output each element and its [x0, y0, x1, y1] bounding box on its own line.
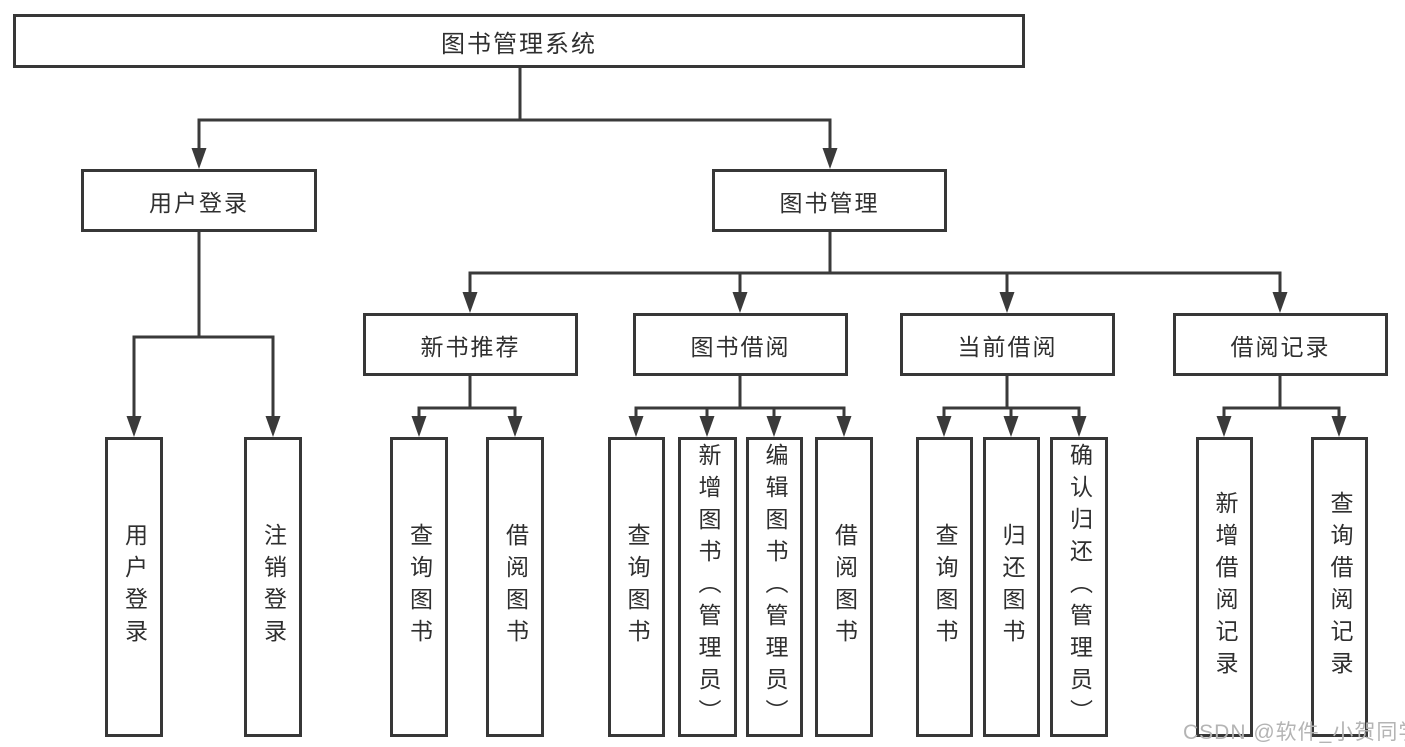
arrowhead-icon	[766, 416, 782, 437]
arrowhead-icon	[1331, 416, 1347, 437]
leaf-edit-book-admin-label: 编辑图书（管理员）	[762, 443, 788, 731]
node-new-book-recommendation: 新书推荐	[363, 313, 578, 376]
leaf-user-login: 用户登录	[105, 437, 163, 737]
arrowhead-icon	[836, 416, 852, 437]
node-book-borrowing: 图书借阅	[633, 313, 848, 376]
leaf-query-books-current: 查询图书	[916, 437, 973, 737]
node-library-system-root: 图书管理系统	[13, 14, 1025, 68]
arrowhead-icon	[507, 416, 523, 437]
node-current-borrowing: 当前借阅	[900, 313, 1115, 376]
leaf-query-borrow-record-label: 查询借阅记录	[1327, 491, 1353, 683]
arrowhead-icon	[628, 416, 644, 437]
leaf-query-books-borrowing-label: 查询图书	[624, 523, 650, 651]
leaf-add-book-admin-label: 新增图书（管理员）	[695, 443, 721, 731]
leaf-add-borrow-record: 新增借阅记录	[1196, 437, 1253, 737]
arrowhead-icon	[1272, 292, 1288, 313]
leaf-query-books-current-label: 查询图书	[932, 523, 958, 651]
node-borrowing-records: 借阅记录	[1173, 313, 1388, 376]
leaf-user-login-label: 用户登录	[121, 523, 148, 651]
leaf-confirm-return-admin-label: 确认归还（管理员）	[1066, 443, 1093, 731]
leaf-query-borrow-record: 查询借阅记录	[1311, 437, 1368, 737]
leaf-borrow-books-recommend: 借阅图书	[486, 437, 544, 737]
node-library-system-root-label: 图书管理系统	[441, 30, 597, 58]
arrowhead-icon	[999, 292, 1015, 313]
leaf-borrow-books-recommend-label: 借阅图书	[502, 523, 529, 651]
arrowhead-icon	[1216, 416, 1232, 437]
arrowhead-icon	[265, 416, 281, 437]
arrowhead-icon	[411, 416, 427, 437]
csdn-watermark: CSDN @软件_小贺同学	[1183, 721, 1405, 744]
arrowhead-icon	[1003, 416, 1019, 437]
node-borrowing-records-label: 借阅记录	[1230, 333, 1331, 360]
node-new-book-recommendation-label: 新书推荐	[420, 333, 521, 360]
leaf-query-books-recommend: 查询图书	[390, 437, 448, 737]
leaf-borrow-books-borrowing-label: 借阅图书	[831, 523, 858, 651]
arrowhead-icon	[732, 292, 748, 313]
leaf-logout: 注销登录	[244, 437, 302, 737]
arrowhead-icon	[126, 416, 142, 437]
node-book-management: 图书管理	[712, 169, 947, 232]
leaf-return-books-label: 归还图书	[999, 523, 1025, 651]
leaf-query-books-borrowing: 查询图书	[608, 437, 665, 737]
arrowhead-icon	[1071, 416, 1087, 437]
leaf-confirm-return-admin: 确认归还（管理员）	[1050, 437, 1108, 737]
arrowhead-icon	[822, 148, 838, 169]
arrowhead-icon	[191, 148, 207, 169]
node-user-login: 用户登录	[81, 169, 317, 232]
leaf-add-borrow-record-label: 新增借阅记录	[1212, 491, 1238, 683]
leaf-query-books-recommend-label: 查询图书	[406, 523, 433, 651]
arrowhead-icon	[699, 416, 715, 437]
node-book-borrowing-label: 图书借阅	[690, 333, 791, 360]
leaf-logout-label: 注销登录	[260, 523, 287, 651]
leaf-edit-book-admin: 编辑图书（管理员）	[746, 437, 803, 737]
leaf-return-books: 归还图书	[983, 437, 1040, 737]
node-user-login-label: 用户登录	[149, 189, 249, 216]
node-current-borrowing-label: 当前借阅	[957, 333, 1058, 360]
arrowhead-icon	[936, 416, 952, 437]
node-book-management-label: 图书管理	[779, 189, 880, 216]
arrowhead-icon	[462, 292, 478, 313]
leaf-add-book-admin: 新增图书（管理员）	[678, 437, 737, 737]
leaf-borrow-books-borrowing: 借阅图书	[815, 437, 873, 737]
